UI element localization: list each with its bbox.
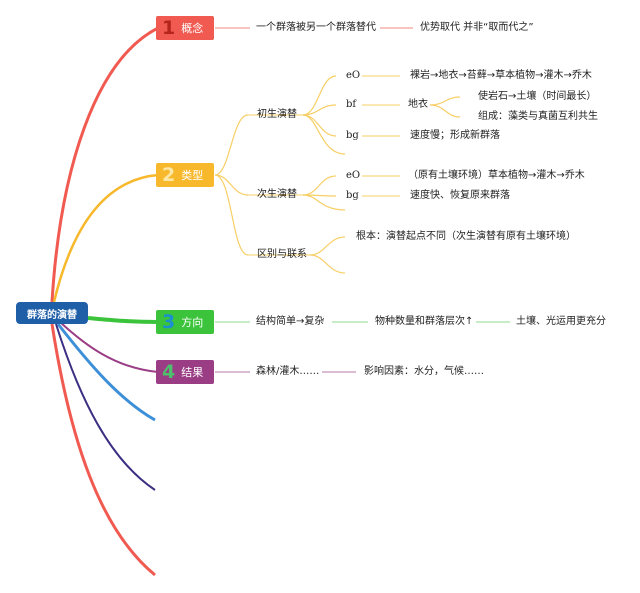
branch-line-5 xyxy=(56,323,156,422)
branch-badge-types[interactable]: 2 类型 xyxy=(156,163,214,187)
branch-line-1 xyxy=(50,26,159,303)
root-node[interactable]: 群落的演替 xyxy=(16,302,88,324)
branch-line-7 xyxy=(50,323,156,577)
branch-label-result: 结果 xyxy=(181,366,204,379)
branch-line-4 xyxy=(59,321,159,373)
result-factors: 影响因素：水分，气候…… xyxy=(364,366,484,377)
lichen-effect: 使岩石→土壤（时间最长） xyxy=(478,91,597,102)
direction-species: 物种数量和群落层次↑ xyxy=(375,316,474,327)
secondary-eo-code: eO xyxy=(346,170,361,181)
concept-note: 优势取代 并非“取而代之” xyxy=(420,22,534,33)
result-forest: 森林/灌木…… xyxy=(256,366,320,377)
branch-badge-concept[interactable]: 1 概念 xyxy=(156,16,214,40)
primary-succession-label: 初生演替 xyxy=(257,109,297,120)
branch-number-3: 3 xyxy=(162,311,176,333)
primary-speed: 速度慢；形成新群落 xyxy=(410,130,500,141)
secondary-speed: 速度快、恢复原来群落 xyxy=(410,190,510,201)
branch-number-2: 2 xyxy=(162,164,176,186)
secondary-bg-code: bg xyxy=(346,190,359,201)
root-label: 群落的演替 xyxy=(27,309,77,321)
primary-sequence: 裸岩→地衣→苔藓→草本植物→灌木→乔木 xyxy=(410,70,592,81)
secondary-succession-label: 次生演替 xyxy=(257,189,297,200)
branch-number-4: 4 xyxy=(162,361,176,383)
primary-eo-code: eO xyxy=(346,70,361,81)
branch-label-concept: 概念 xyxy=(181,22,204,35)
primary-bf-code: bf xyxy=(346,99,357,110)
lichen-composition: 组成：藻类与真菌互利共生 xyxy=(478,111,598,122)
primary-bg-code: bg xyxy=(346,130,359,141)
branch-label-direction: 方向 xyxy=(181,316,204,329)
direction-resources: 土壤、光运用更充分 xyxy=(516,316,606,327)
primary-lichen: 地衣 xyxy=(408,99,428,110)
secondary-sequence: （原有土壤环境）草本植物→灌木→乔木 xyxy=(408,170,585,181)
concept-definition: 一个群落被另一个群落替代 xyxy=(256,22,376,33)
difference-text: 根本：演替起点不同（次生演替有原有土壤环境） xyxy=(356,231,576,242)
branch-number-1: 1 xyxy=(162,17,176,39)
difference-label: 区别与联系 xyxy=(257,249,307,260)
branch-line-2 xyxy=(52,173,159,303)
branch-badge-result[interactable]: 4 结果 xyxy=(156,360,214,384)
branch-badge-direction[interactable]: 3 方向 xyxy=(156,310,214,334)
branch-line-6 xyxy=(55,323,156,491)
branch-line-3 xyxy=(87,316,159,324)
branch-label-types: 类型 xyxy=(181,169,204,182)
direction-structure: 结构简单→复杂 xyxy=(256,316,325,327)
